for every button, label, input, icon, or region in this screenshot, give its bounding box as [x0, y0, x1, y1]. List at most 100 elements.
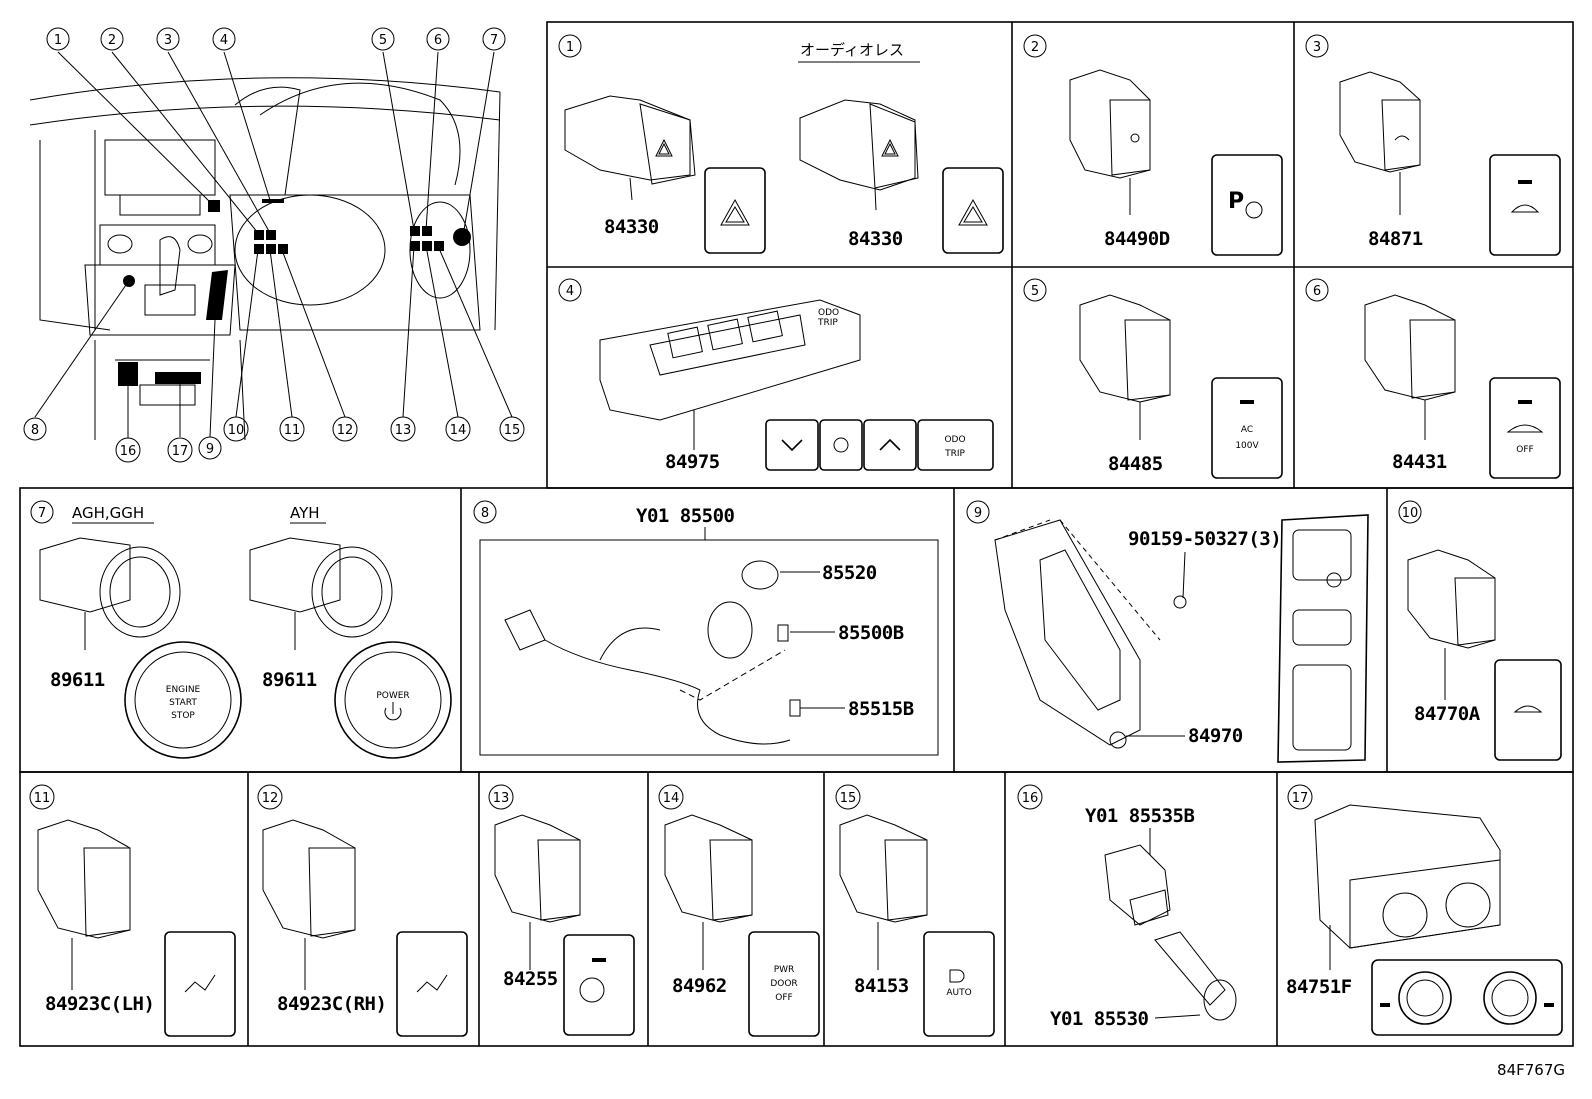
callout-10: 10 [223, 416, 249, 442]
switch-location-markers [118, 199, 471, 386]
panel-11: 11 84923C(LH) [29, 784, 236, 1037]
parking-assist-icon: P [1211, 154, 1283, 256]
diagram-code: 84F767G [1497, 1061, 1565, 1079]
seat-heater-rh-switch-drawing [262, 819, 356, 990]
part-number: 84153 [854, 975, 909, 997]
door-label: DOOR [770, 979, 797, 989]
ac-outlet-switch-drawing [1079, 294, 1171, 440]
seat-climate-control-drawing [1314, 804, 1501, 970]
panel-number: 3 [1313, 40, 1321, 55]
seat-climate-control-panel [1371, 959, 1563, 1036]
part-number: 90159-50327(3) [1128, 528, 1281, 550]
vsc-off-icon: OFF [1489, 377, 1561, 479]
callout-number: 2 [108, 33, 116, 48]
part-number: 84962 [672, 975, 727, 997]
pwr-label: PWR [774, 965, 795, 975]
part-number: 85515B [848, 698, 914, 720]
panel-16: 16 Y01 85535B Y01 85530 [1017, 784, 1237, 1030]
parking-brake-panel [1277, 514, 1369, 763]
intrusion-sensor-icon [1494, 659, 1562, 761]
hazard-switch-left-drawing [564, 95, 696, 201]
off-label: OFF [775, 993, 792, 1003]
callout-leaders [34, 51, 513, 438]
callout-1: 1 [46, 27, 70, 51]
hazard-switch-right-drawing [799, 99, 919, 211]
power-door-off-icon: PWR DOOR OFF [748, 931, 820, 1037]
odo-label: ODO [818, 308, 839, 318]
part-number: 84923C(RH) [277, 993, 386, 1015]
variant-label: AYH [290, 504, 320, 522]
callout-4: 4 [212, 27, 236, 51]
panel-9: 9 90159-50327(3) 84970 [966, 500, 1369, 763]
part-number: Y01 85535B [1085, 805, 1194, 827]
panel-8: 8 Y01 85500 85520 85500B 85515B [473, 500, 939, 756]
callout-14: 14 [445, 416, 471, 442]
panel-4: 4 ODO TRIP ODO TRIP 84975 [558, 278, 994, 473]
callout-5: 5 [371, 27, 395, 51]
panel-number: 15 [840, 791, 857, 806]
dashboard-outline [29, 77, 501, 441]
trip-label: TRIP [944, 449, 965, 459]
callout-number: 17 [172, 444, 189, 459]
callout-8: 8 [23, 417, 47, 441]
callout-number: 12 [337, 423, 354, 438]
panel-number: 8 [481, 506, 489, 521]
panel-number: 12 [262, 791, 279, 806]
overview-callouts: 1 2 3 4 5 6 7 8 9 10 11 12 13 14 15 16 1… [23, 27, 525, 463]
up-button-icon [863, 419, 917, 471]
part-number: 84770A [1414, 703, 1481, 725]
meter-switch-icons: ODO TRIP [765, 419, 994, 471]
stop-label: STOP [171, 711, 195, 721]
dashboard-overview: 1 2 3 4 5 6 7 8 9 10 11 12 13 14 15 16 1… [23, 27, 525, 463]
panel-number: 13 [493, 791, 510, 806]
steering-heater-icon [563, 934, 635, 1036]
part-number: 85500B [838, 622, 904, 644]
power-icon: POWER [334, 641, 452, 759]
panel-6: 6 OFF 84431 [1305, 278, 1561, 479]
part-number: 85520 [822, 562, 877, 584]
engine-label: ENGINE [166, 685, 201, 695]
panel-10: 10 84770A [1398, 500, 1562, 761]
callout-number: 1 [54, 33, 62, 48]
callout-17: 17 [167, 437, 193, 463]
part-number: 84975 [665, 451, 720, 473]
callout-3: 3 [156, 27, 180, 51]
part-number: Y01 85500 [636, 505, 735, 527]
part-number: 89611 [262, 669, 317, 691]
panel-13: 13 84255 [488, 784, 635, 1036]
ac-label: AC [1241, 425, 1253, 435]
light-control-icon [819, 419, 863, 471]
callout-number: 15 [504, 423, 521, 438]
parking-brake-switch-drawing [994, 519, 1185, 749]
panel-14: 14 PWR DOOR OFF 84962 [658, 784, 820, 1037]
part-number: 84485 [1108, 453, 1163, 475]
vsc-off-switch-drawing [1364, 294, 1456, 440]
callout-12: 12 [332, 416, 358, 442]
callout-15: 15 [499, 416, 525, 442]
callout-9: 9 [198, 436, 222, 460]
parking-assist-switch-drawing [1069, 69, 1151, 215]
power-door-switch-drawing [664, 814, 753, 970]
part-number: 84330 [604, 216, 659, 238]
hazard-switch-right-icon [942, 167, 1004, 254]
defogger-icon [1489, 154, 1561, 256]
callout-13: 13 [390, 416, 416, 442]
panel-1: 1 オーディオレス 84330 84330 [558, 34, 1004, 254]
panel-grid [19, 21, 1574, 1047]
voltage-label: 100V [1235, 441, 1259, 451]
power-label: POWER [376, 691, 409, 701]
p-letter-icon: P [1228, 189, 1244, 214]
panel-number: 17 [1292, 791, 1309, 806]
seat-heater-lh-switch-drawing [37, 819, 131, 990]
panel-number: 4 [566, 284, 574, 299]
panel-7: 7 AGH,GGH AYH ENGINE START STOP 89611 [30, 500, 452, 759]
callout-number: 5 [379, 33, 387, 48]
power-switch-drawing [249, 537, 393, 650]
seat-heater-lh-icon [164, 931, 236, 1037]
parking-brake-icon [1326, 572, 1342, 588]
callout-number: 8 [31, 423, 39, 438]
odo-trip-button-icon [917, 419, 994, 471]
intrusion-sensor-switch-drawing [1407, 549, 1496, 700]
outlet-cap-drawing [1104, 844, 1171, 926]
